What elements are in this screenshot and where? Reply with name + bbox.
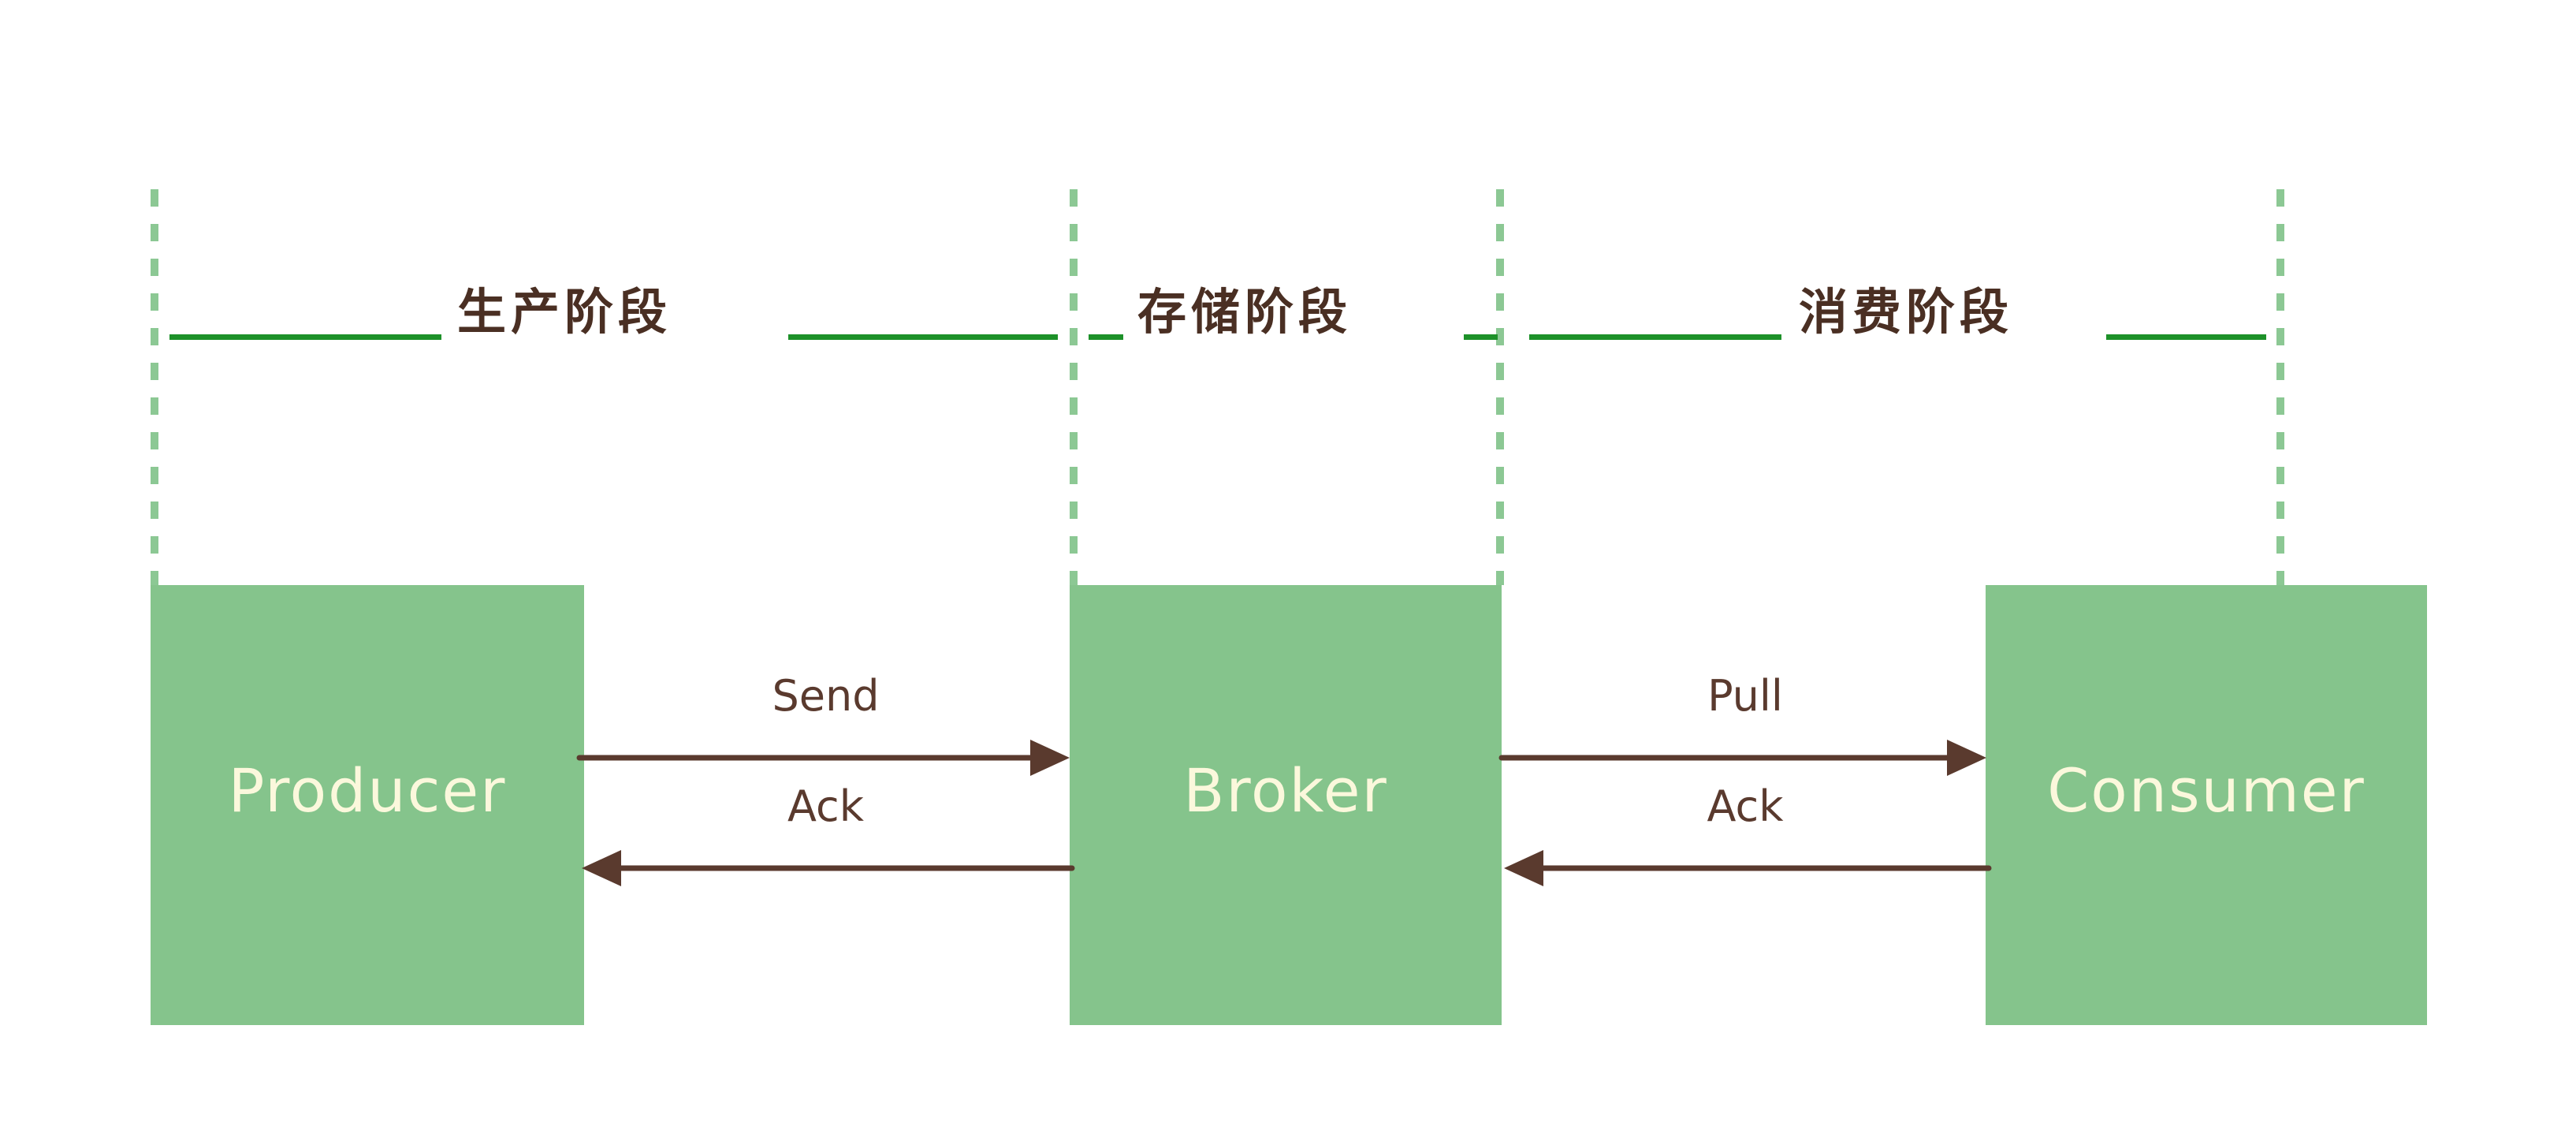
node-broker[interactable]: Broker (1070, 585, 1502, 1025)
arrow-ack-consumer (1504, 850, 1992, 886)
stage-rule-produce-right (788, 334, 1058, 340)
arrow-label-pull: Pull (1707, 671, 1783, 721)
stage-rule-produce-left (169, 334, 441, 340)
arrow-label-ack-broker: Ack (787, 781, 864, 831)
stage-rule-store-left (1089, 334, 1123, 340)
stage-rule-consume-left (1529, 334, 1781, 340)
arrow-pull (1498, 740, 1986, 776)
arrow-label-send: Send (772, 671, 880, 721)
dashed-separator-producer-left (151, 189, 158, 585)
stage-rule-store-right (1464, 334, 1498, 340)
node-producer[interactable]: Producer (151, 585, 584, 1025)
dashed-separator-broker-right (1496, 189, 1504, 585)
node-broker-label: Broker (1183, 755, 1388, 826)
arrow-ack-broker (582, 850, 1075, 886)
stage-rule-consume-right (2106, 334, 2266, 340)
arrow-label-ack-consumer: Ack (1707, 781, 1784, 831)
stage-label-consume: 消费阶段 (1799, 283, 2014, 341)
dashed-separator-broker-left (1070, 189, 1078, 585)
stage-label-produce: 生产阶段 (457, 283, 672, 341)
node-producer-label: Producer (228, 755, 507, 826)
arrow-send (576, 740, 1070, 776)
stage-label-store: 存储阶段 (1137, 283, 1353, 341)
node-consumer-label: Consumer (2047, 755, 2366, 826)
node-consumer[interactable]: Consumer (1986, 585, 2427, 1025)
dashed-separator-consumer-right (2276, 189, 2284, 585)
